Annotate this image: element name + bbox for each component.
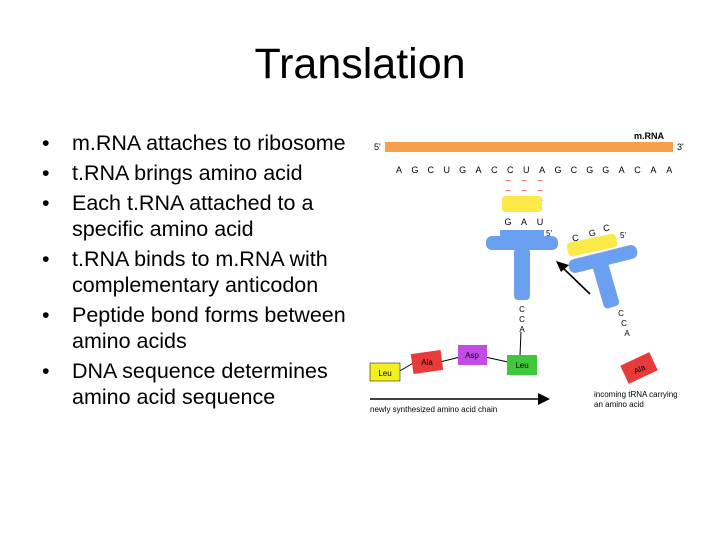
leu-bound-label: Leu bbox=[515, 361, 528, 370]
mrna-base: G bbox=[554, 165, 561, 175]
bullet-text: DNA sequence determines amino acid seque… bbox=[72, 359, 328, 409]
mrna-base: C bbox=[507, 165, 514, 175]
bullet-item: • DNA sequence determines amino acid sequ… bbox=[42, 358, 352, 410]
ala-label: Ala bbox=[421, 358, 433, 367]
asp-label: Asp bbox=[465, 351, 479, 360]
bullet-icon: • bbox=[42, 359, 50, 383]
bullet-text: Peptide bond forms between amino acids bbox=[72, 303, 346, 353]
mrna-base: C bbox=[634, 165, 641, 175]
peptide-bond bbox=[484, 356, 509, 363]
leu-chain-label: Leu bbox=[378, 369, 391, 378]
mrna-label: m.RNA bbox=[634, 131, 665, 141]
mrna-base: C bbox=[428, 165, 435, 175]
trna-top-arm bbox=[486, 236, 558, 250]
incoming-anticodon-letter: G bbox=[588, 227, 597, 238]
bullet-item: • t.RNA binds to m.RNA with complementary… bbox=[42, 246, 352, 298]
mrna-base: G bbox=[602, 165, 609, 175]
bullet-icon: • bbox=[42, 303, 50, 327]
bullet-text: t.RNA brings amino acid bbox=[72, 161, 303, 185]
incoming-trna bbox=[566, 233, 638, 309]
incoming-stem-letter: A bbox=[624, 329, 630, 338]
mrna-base: G bbox=[586, 165, 593, 175]
mrna-base: A bbox=[475, 165, 481, 175]
bullet-item: • Each t.RNA attached to a specific amino… bbox=[42, 190, 352, 242]
bullet-item: • Peptide bond forms between amino acids bbox=[42, 302, 352, 354]
ala-box bbox=[410, 350, 444, 374]
mrna-base: A bbox=[666, 165, 672, 175]
anticodon-letter: G bbox=[504, 217, 511, 227]
chain-arrow-head bbox=[538, 393, 550, 405]
bond-mark: ~ bbox=[537, 186, 543, 197]
incoming-anticodon-letter: C bbox=[602, 222, 611, 233]
bullet-icon: • bbox=[42, 247, 50, 271]
bond-mark: ~ bbox=[521, 186, 527, 197]
mrna-base: G bbox=[411, 165, 418, 175]
leu-bound-box bbox=[507, 355, 537, 375]
chain-caption: newly synthesized amino acid chain bbox=[370, 405, 497, 414]
bond-mark: ~ bbox=[537, 176, 543, 187]
incoming-anticodon-letter: C bbox=[571, 232, 580, 243]
incoming-trna-top-arm bbox=[568, 245, 638, 273]
trna-anticodon-arm bbox=[500, 230, 544, 238]
mrna-base: G bbox=[459, 165, 466, 175]
incoming-caption-line1: incoming tRNA carrying bbox=[594, 390, 678, 399]
incoming-anticodon-highlight bbox=[566, 233, 618, 257]
incoming-stem-letter: C bbox=[618, 309, 624, 318]
incoming-five-prime-label: 5' bbox=[620, 231, 626, 240]
bullet-icon: • bbox=[42, 131, 50, 155]
mrna-three-prime-label: 3' bbox=[677, 142, 684, 152]
trna-amino-link bbox=[519, 331, 522, 356]
mrna-base: A bbox=[539, 165, 545, 175]
trna-five-prime-label: 5' bbox=[546, 229, 552, 238]
bound-trna bbox=[486, 196, 558, 300]
bullet-icon: • bbox=[42, 191, 50, 215]
bond-mark: ~ bbox=[505, 176, 511, 187]
asp-box bbox=[458, 345, 487, 365]
mrna-base: C bbox=[571, 165, 578, 175]
mrna-base: A bbox=[396, 165, 402, 175]
mrna-strand bbox=[385, 142, 673, 152]
mrna-base: U bbox=[523, 165, 530, 175]
stem-letter: C bbox=[519, 315, 525, 324]
mrna-base: A bbox=[650, 165, 656, 175]
mrna-base: C bbox=[491, 165, 498, 175]
peptide-bond bbox=[439, 356, 461, 363]
stem-letter: A bbox=[519, 325, 525, 334]
bullet-item: • t.RNA brings amino acid bbox=[42, 160, 352, 186]
leu-chain-box bbox=[369, 362, 401, 382]
slide-title: Translation bbox=[254, 40, 466, 88]
incoming-acceptor-stem-letters: CCA bbox=[618, 309, 630, 338]
bullet-text: Each t.RNA attached to a specific amino … bbox=[72, 191, 314, 241]
anticodon-letter: U bbox=[537, 217, 544, 227]
bullet-icon: • bbox=[42, 161, 50, 185]
mrna-five-prime-label: 5' bbox=[374, 142, 381, 152]
anticodon-highlight bbox=[502, 196, 542, 212]
bullet-item: • m.RNA attaches to ribosome bbox=[42, 130, 352, 156]
mrna-base: A bbox=[619, 165, 625, 175]
bond-mark: ~ bbox=[505, 186, 511, 197]
stem-letter: C bbox=[519, 305, 525, 314]
incoming-arrow-head bbox=[556, 261, 569, 272]
bond-mark: ~ bbox=[521, 176, 527, 187]
mrna-base: U bbox=[443, 165, 450, 175]
bullet-text: t.RNA binds to m.RNA with complementary … bbox=[72, 247, 328, 297]
acceptor-stem-letters: CCA bbox=[519, 305, 525, 334]
ala-incoming-box bbox=[620, 352, 658, 384]
bullet-list: • m.RNA attaches to ribosome • t.RNA bring… bbox=[42, 130, 352, 414]
anticodon-letter: A bbox=[521, 217, 527, 227]
incoming-stem-letter: C bbox=[621, 319, 627, 328]
bullet-text: m.RNA attaches to ribosome bbox=[72, 131, 346, 155]
incoming-caption-line2: an amino acid bbox=[594, 400, 644, 409]
incoming-arrow-shaft bbox=[562, 267, 591, 295]
incoming-trna-stem bbox=[592, 261, 620, 309]
trna-stem bbox=[514, 248, 530, 300]
